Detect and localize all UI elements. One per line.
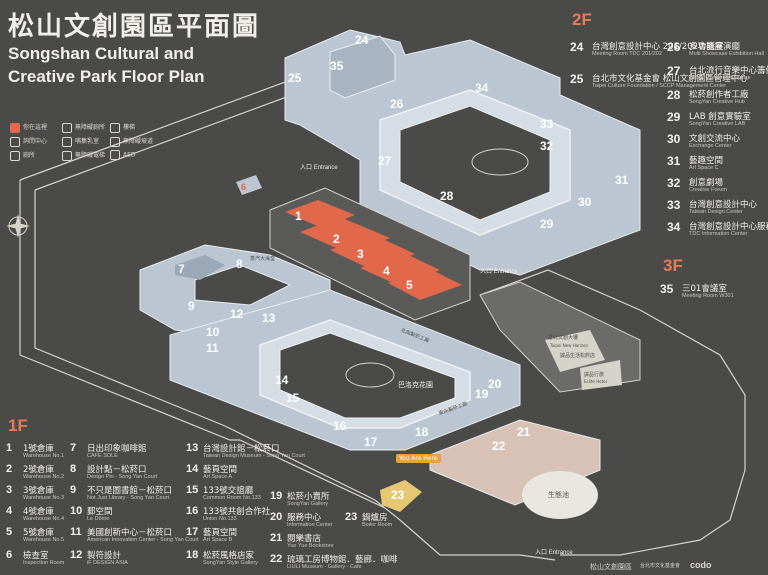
map-number-15: 15 xyxy=(286,391,300,405)
taipei-new-horizon-en-label: Taipei New Horizon xyxy=(550,343,589,348)
map-number-1: 1 xyxy=(295,209,302,223)
legend-you-are-here: 你在這裡 xyxy=(10,122,47,133)
taipei-new-horizon-label: 臺北文創大樓 xyxy=(548,335,579,341)
footer-sponsor-logo: codo xyxy=(690,560,712,570)
eslite-hotel-label: 誠品行旅 xyxy=(584,372,605,378)
map-numbers: 24 25 35 26 34 33 32 27 31 28 30 29 1 2 … xyxy=(178,33,629,502)
map-number-19: 19 xyxy=(475,387,489,401)
entrance-label-south: 入口 Entrance xyxy=(535,550,573,556)
map-number-28: 28 xyxy=(440,189,454,203)
map-number-24: 24 xyxy=(355,33,369,47)
map-number-7: 7 xyxy=(178,262,185,276)
map-number-33: 33 xyxy=(540,117,554,131)
boiler-room-shape xyxy=(380,480,422,512)
warehouse-block xyxy=(269,187,471,321)
map-number-9: 9 xyxy=(188,299,195,313)
map-number-8: 8 xyxy=(236,257,243,271)
eslite-label: 誠品生活松菸店 xyxy=(560,353,596,359)
map-number-20: 20 xyxy=(488,377,502,391)
eslite-building xyxy=(479,281,641,393)
legend-stairs: 樓梯 xyxy=(110,122,135,133)
legend-accessible-toilet: 無障礙廁所 xyxy=(62,122,105,133)
you-are-here-marker: You Are Here xyxy=(396,454,441,463)
eslite-hotel-en-label: Eslite Hotel xyxy=(584,379,607,384)
map-number-3: 3 xyxy=(357,247,364,261)
site-outline xyxy=(19,81,746,561)
legend-ramp: 無障礙坡道 xyxy=(110,136,153,147)
legend-elevator: 無障礙電梯 xyxy=(62,150,105,161)
legend-aed: AED xyxy=(110,150,136,160)
warehouse-5-shape xyxy=(388,268,462,300)
map-number-23: 23 xyxy=(391,488,405,502)
legend-nursing: 哺集乳室 xyxy=(62,136,99,147)
map-number-35: 35 xyxy=(330,59,344,73)
floor-1f-label: 1F xyxy=(8,416,28,435)
nursing-icon xyxy=(62,136,72,147)
compass-icon xyxy=(6,214,30,238)
map-number-17: 17 xyxy=(364,435,378,449)
map-number-22: 22 xyxy=(492,439,506,453)
map-number-5: 5 xyxy=(406,278,413,292)
page-title-en: Songshan Cultural and Creative Park Floo… xyxy=(8,44,205,86)
courtyard-label: 巴洛克花園 xyxy=(398,381,433,389)
pond-label: 生態池 xyxy=(548,491,569,499)
map-number-18: 18 xyxy=(415,425,429,439)
legend-restroom: 廁所 xyxy=(10,150,35,161)
entrance-label-east: 入口 Entrance xyxy=(480,269,518,275)
map-number-2: 2 xyxy=(333,232,340,246)
map-number-21: 21 xyxy=(517,425,531,439)
aed-icon xyxy=(110,150,120,160)
bathhouse-label: 蒸汽大澡堂 xyxy=(250,256,276,262)
floor-2f-label: 2F xyxy=(572,10,592,29)
map-number-30: 30 xyxy=(578,195,592,209)
floor-3f-label: 3F xyxy=(663,256,683,275)
stairs-icon xyxy=(110,122,120,133)
map-number-14: 14 xyxy=(275,373,289,387)
map-number-6: 6 xyxy=(241,182,246,192)
accessible-toilet-icon xyxy=(62,122,72,133)
restroom-icon xyxy=(10,150,20,161)
map-number-12: 12 xyxy=(230,307,244,321)
footer-tcf-logo: 台北市文化基金會 xyxy=(640,563,681,569)
inspection-room-shape xyxy=(236,175,262,195)
footer-brand-logo: 松山文創園區 xyxy=(590,564,632,571)
map-number-29: 29 xyxy=(540,217,554,231)
map-number-25: 25 xyxy=(288,71,302,85)
legend-information: 詢問中心 xyxy=(10,136,47,147)
building-1f-central xyxy=(169,289,521,451)
map-number-11: 11 xyxy=(206,341,219,355)
entrance-label-north: 入口 Entrance xyxy=(300,165,338,171)
info-icon xyxy=(10,136,20,147)
map-number-16: 16 xyxy=(333,419,347,433)
map-number-34: 34 xyxy=(475,81,489,95)
map-number-4: 4 xyxy=(383,264,390,278)
map-number-31: 31 xyxy=(615,173,629,187)
ramp-icon xyxy=(110,136,120,147)
elevator-icon xyxy=(62,150,72,161)
page-title-zh: 松山文創園區平面圖 xyxy=(8,12,261,42)
map-number-32: 32 xyxy=(540,139,554,153)
map-number-26: 26 xyxy=(390,97,404,111)
map-number-10: 10 xyxy=(206,325,220,339)
map-number-13: 13 xyxy=(262,311,276,325)
ecological-pond-shape xyxy=(522,471,598,519)
you-are-here-icon xyxy=(10,122,20,133)
map-number-27: 27 xyxy=(378,154,392,168)
map-legend: 你在這裡 詢問中心 廁所 無障礙廁所 哺集乳室 無障礙電梯 樓梯 無障礙坡道 A… xyxy=(10,122,153,182)
